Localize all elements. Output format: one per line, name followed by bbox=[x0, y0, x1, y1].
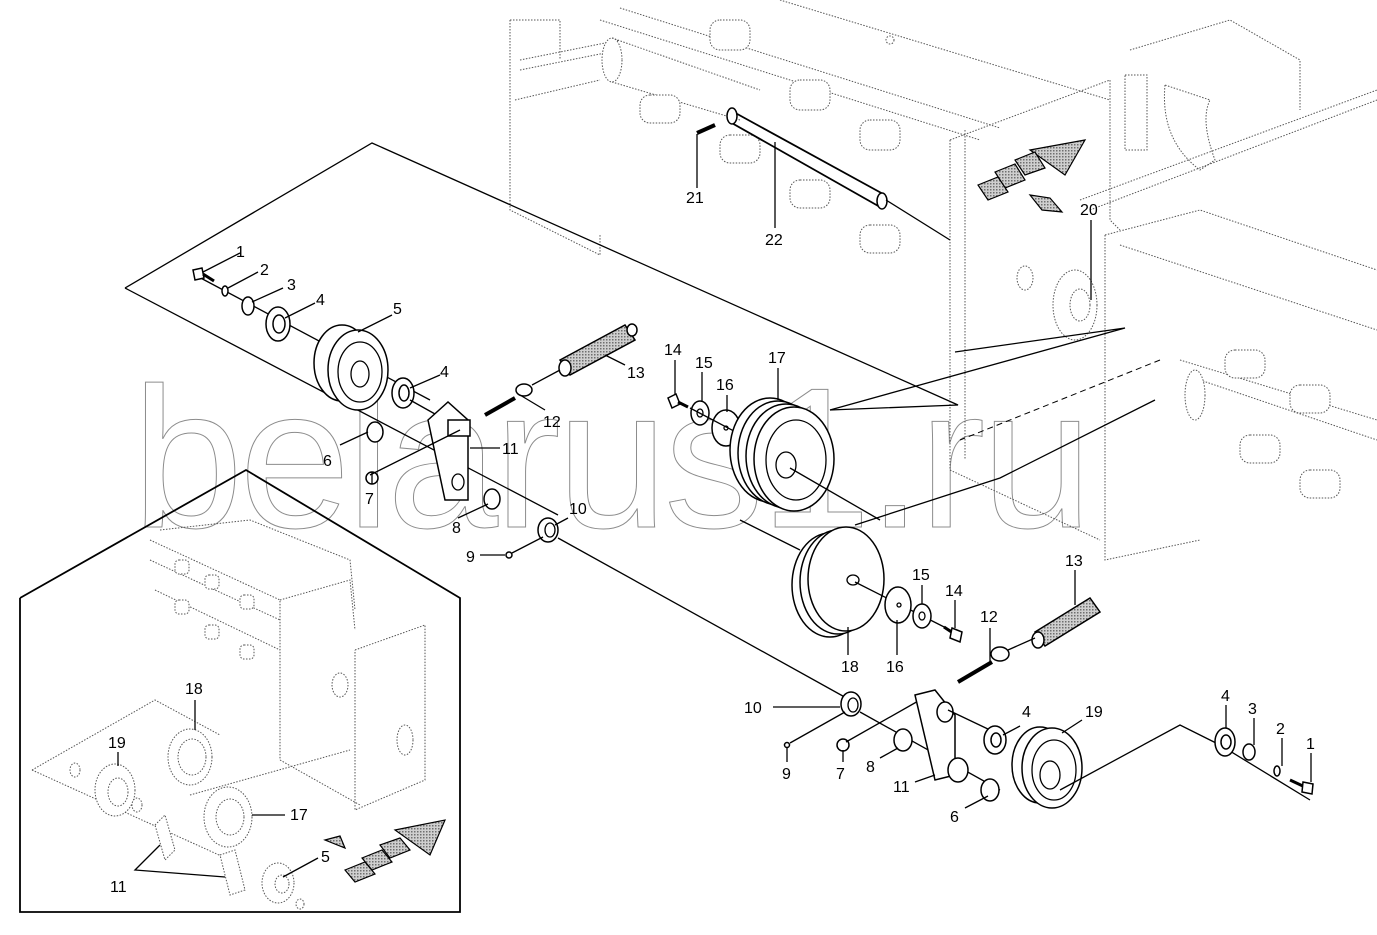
callout-6: 6 bbox=[950, 809, 959, 826]
callout-16: 16 bbox=[716, 377, 734, 394]
callout-20: 20 bbox=[1080, 202, 1098, 219]
callout-12: 12 bbox=[543, 414, 561, 431]
part-shaft-22 bbox=[726, 107, 951, 241]
callout-22: 22 bbox=[765, 232, 783, 249]
part-bushing-6-lower bbox=[980, 778, 1000, 802]
part-pin-21 bbox=[696, 123, 716, 135]
callout-13: 13 bbox=[1065, 553, 1083, 570]
part-pulley-17 bbox=[729, 397, 881, 521]
callout-13: 13 bbox=[627, 365, 645, 382]
callout-4: 4 bbox=[440, 364, 449, 381]
inset-arm-11a bbox=[154, 814, 176, 861]
part-bolt-1 bbox=[192, 267, 215, 283]
callout-1: 1 bbox=[236, 244, 245, 261]
callout-18: 18 bbox=[841, 659, 859, 676]
watermark-text: belarus1.ru bbox=[132, 347, 1089, 570]
callout-14: 14 bbox=[664, 342, 682, 359]
callout-7: 7 bbox=[365, 491, 374, 508]
direction-arrows-inset bbox=[323, 819, 447, 883]
callout-1: 1 bbox=[1306, 736, 1315, 753]
part-bolt-14-top bbox=[667, 392, 689, 410]
part-lockwasher-2-lower bbox=[1273, 765, 1281, 777]
part-spring-13-top bbox=[531, 323, 638, 386]
callout-3: 3 bbox=[287, 277, 296, 294]
callout-8: 8 bbox=[452, 520, 461, 537]
inset-pulley-19 bbox=[94, 763, 136, 817]
inset-pulley-18 bbox=[167, 728, 213, 786]
part-washer-3 bbox=[241, 296, 255, 316]
upper-cams bbox=[639, 19, 901, 254]
part-lockwasher-2 bbox=[221, 285, 229, 297]
callouts-top-assembly: 1 2 3 4 5 4 6 7 8 9 10 11 12 13 14 15 16… bbox=[236, 244, 786, 566]
callout-14: 14 bbox=[945, 583, 963, 600]
part-spring-13-lower bbox=[1007, 596, 1102, 651]
part-eyebolt-12-top bbox=[484, 383, 533, 417]
callout-2: 2 bbox=[1276, 721, 1285, 738]
direction-arrows-frame bbox=[977, 139, 1087, 213]
callout-12: 12 bbox=[980, 609, 998, 626]
part-bearing-4-top-b bbox=[391, 377, 415, 409]
part-bearing-4-top-a bbox=[265, 306, 291, 342]
callout-16: 16 bbox=[886, 659, 904, 676]
part-plate-16-lower bbox=[884, 586, 912, 624]
part-bushing-8-top bbox=[483, 488, 501, 510]
callout-15: 15 bbox=[912, 567, 930, 584]
callout-3: 3 bbox=[1248, 701, 1257, 718]
callout-7: 7 bbox=[836, 766, 845, 783]
callout-4: 4 bbox=[1022, 704, 1031, 721]
inset-pulley-17 bbox=[203, 786, 253, 848]
part-tensioner-arm-11-lower bbox=[914, 689, 991, 783]
callout-6: 6 bbox=[323, 453, 332, 470]
inset-callout-19: 19 bbox=[108, 735, 126, 752]
callout-19: 19 bbox=[1085, 704, 1103, 721]
part-bushing-8-lower bbox=[893, 728, 913, 752]
inset-arm-11b bbox=[219, 849, 246, 896]
callout-17: 17 bbox=[768, 350, 786, 367]
callouts-lower-assembly: 18 16 15 14 13 12 10 9 7 8 11 6 4 19 4 3… bbox=[744, 553, 1315, 826]
inset-callout-18: 18 bbox=[185, 681, 203, 698]
callout-4: 4 bbox=[316, 292, 325, 309]
machine-frame bbox=[509, 0, 1377, 561]
callout-2: 2 bbox=[260, 262, 269, 279]
part-setscrew-9-lower bbox=[783, 741, 791, 749]
assembly-plane-outline bbox=[124, 142, 959, 411]
part-washer-3-lower bbox=[1242, 743, 1256, 761]
leader-lines bbox=[202, 134, 1312, 809]
part-bearing-4-lower-b bbox=[1214, 727, 1236, 757]
part-tensioner-arm-11-top bbox=[409, 399, 471, 501]
callout-10: 10 bbox=[569, 501, 587, 518]
part-bolt-14-lower bbox=[943, 625, 963, 644]
inset-pulley-5 bbox=[261, 862, 295, 904]
part-eyebolt-12-lower bbox=[956, 646, 1010, 684]
callout-10: 10 bbox=[744, 700, 762, 717]
callout-11: 11 bbox=[502, 441, 519, 458]
callout-9: 9 bbox=[782, 766, 791, 783]
callout-15: 15 bbox=[695, 355, 713, 372]
part-washer-15-lower bbox=[912, 603, 932, 629]
inset-callout-5: 5 bbox=[321, 849, 330, 866]
part-idler-pulley-5 bbox=[313, 324, 389, 411]
part-bushing-6-top bbox=[366, 421, 384, 443]
part-bearing-4-lower-a bbox=[983, 725, 1007, 755]
inset-callout-17: 17 bbox=[290, 807, 308, 824]
part-idler-pulley-19 bbox=[1011, 726, 1083, 809]
part-pulley-18 bbox=[791, 526, 885, 638]
callout-21: 21 bbox=[686, 190, 704, 207]
inset-callout-11: 11 bbox=[110, 879, 127, 896]
callout-11: 11 bbox=[893, 779, 910, 796]
callout-5: 5 bbox=[393, 301, 402, 318]
part-collar-10-lower bbox=[840, 691, 862, 717]
part-setscrew-9-top bbox=[505, 551, 513, 559]
callout-4: 4 bbox=[1221, 688, 1230, 705]
callout-9: 9 bbox=[466, 549, 475, 566]
callout-8: 8 bbox=[866, 759, 875, 776]
callouts-frame: 20 21 22 bbox=[686, 190, 1098, 249]
inset-overview: 18 19 17 5 11 bbox=[19, 468, 461, 913]
part-bolt-1-lower bbox=[1289, 778, 1314, 795]
part-collar-10-top bbox=[537, 517, 559, 543]
